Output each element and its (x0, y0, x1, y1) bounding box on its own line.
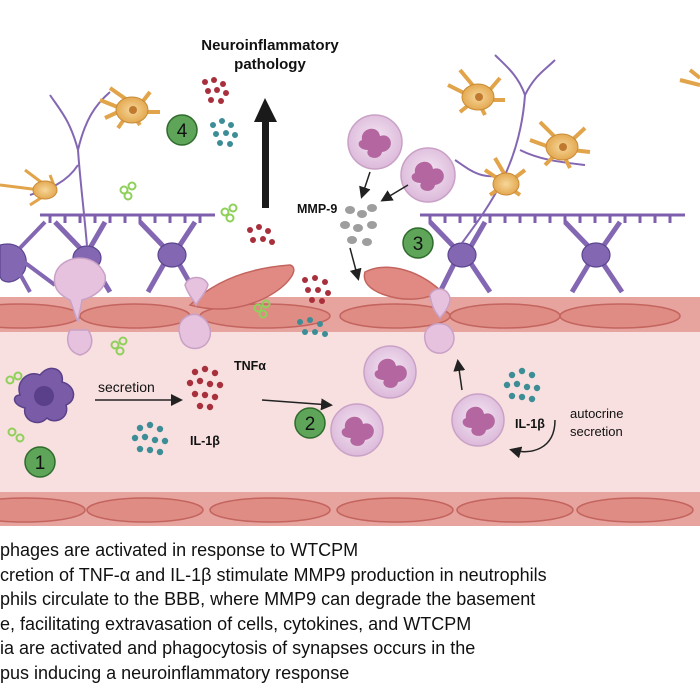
svg-text:4: 4 (177, 121, 188, 142)
il1b-label-right: IL-1β (515, 417, 545, 431)
tnf-alpha-particles-secreted (186, 365, 224, 411)
microglia-icon (99, 86, 160, 130)
autocrine-label-line1: autocrine (570, 406, 623, 421)
neuron-icon (563, 220, 625, 294)
detached-endothelial-cell-left (188, 264, 295, 310)
transmigrating-neutrophil-icon (423, 288, 455, 354)
step-badge-4: 4 (166, 114, 198, 146)
tnfa-label: TNFα (234, 359, 266, 373)
bbb-diagram: Neuroinflammatory pathology MMP-9 secret… (0, 37, 700, 526)
wtcpm-particles (5, 181, 271, 443)
svg-text:2: 2 (305, 414, 316, 435)
tnf-alpha-particles-top (202, 77, 229, 104)
neutrophil-icon (363, 345, 417, 399)
svg-text:3: 3 (413, 234, 424, 255)
macrophage-icon (13, 367, 75, 424)
figure-caption: phages are activated in response to WTCP… (0, 538, 700, 685)
caption-line-2: cretion of TNF-α and IL-1β stimulate MMP… (0, 564, 547, 585)
mmp9-particles (340, 204, 377, 246)
il1b-particles-secreted (131, 421, 169, 456)
il1b-particles-autocrine (503, 367, 541, 403)
step-badge-1: 1 (24, 446, 56, 478)
mmp9-label: MMP-9 (297, 202, 337, 216)
neutrophil-icon (451, 393, 505, 447)
upward-arrow-icon (254, 98, 277, 208)
title-line2: pathology (234, 56, 306, 73)
microglia-icon (447, 68, 505, 116)
arrows (95, 171, 556, 459)
basement-membrane (40, 213, 685, 223)
microglia-icon (483, 156, 527, 197)
caption-line-6: pus inducing a neuroinflammatory respons… (0, 662, 350, 683)
microglia-icon (529, 120, 591, 169)
tnf-alpha-particles-vessel (302, 275, 331, 304)
caption-line-5: ia are activated and phagocytosis of syn… (0, 638, 476, 658)
endothelial-layer-bottom (0, 492, 700, 526)
neuron-icon (138, 220, 198, 294)
endothelial-layer-top (0, 297, 700, 332)
caption-line-3: phils circulate to the BBB, where MMP9 c… (0, 589, 536, 609)
il1b-label-left: IL-1β (190, 434, 220, 448)
astrocyte-icon (0, 168, 58, 207)
caption-line-4: e, facilitating extravasation of cells, … (0, 613, 472, 634)
caption-line-1: phages are activated in response to WTCP… (0, 540, 359, 560)
secretion-label: secretion (98, 379, 155, 395)
neutrophil-icon (347, 114, 403, 170)
microglia-icon (679, 68, 700, 87)
tnf-alpha-particles-mid (247, 224, 275, 245)
neutrophil-icon (400, 147, 456, 203)
title-line1: Neuroinflammatory (201, 37, 339, 54)
il1b-particles-top (210, 118, 238, 147)
autocrine-label-line2: secretion (570, 424, 623, 439)
neutrophil-icon (330, 403, 384, 457)
il1b-particles-vessel (297, 317, 328, 337)
transmigrating-neutrophil-icon (53, 257, 106, 356)
detached-endothelial-cell-right (363, 266, 442, 300)
transmigrating-neutrophil-icon (178, 276, 212, 350)
step-badge-3: 3 (402, 227, 434, 259)
svg-text:1: 1 (35, 453, 46, 474)
neuron-icon (0, 220, 57, 293)
step-badge-2: 2 (294, 407, 326, 439)
